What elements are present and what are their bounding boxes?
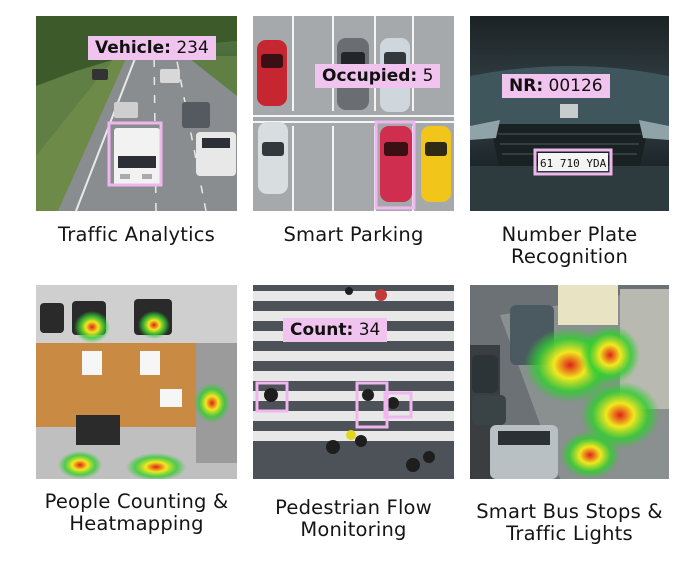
smart-bus-stops-caption: Smart Bus Stops & Traffic Lights [476, 500, 663, 545]
number-plate-image: 61 710 YDA [470, 16, 669, 211]
people-counting-caption: People Counting & Heatmapping [44, 490, 229, 535]
pedestrian-flow-caption: Pedestrian Flow Monitoring [275, 496, 432, 541]
smart-bus-stops-image [470, 285, 669, 479]
pedestrian-count-tag: Count: 34 [283, 318, 388, 342]
smart-parking-caption: Smart Parking [283, 223, 424, 246]
vehicle-count-tag: Vehicle: 234 [88, 36, 216, 60]
pedestrian-flow-image [253, 285, 454, 479]
occupied-count-tag: Occupied: 5 [315, 64, 441, 88]
plate-text: 61 710 YDA [540, 157, 607, 170]
people-counting-image [36, 285, 237, 479]
smart-parking-image [253, 16, 454, 211]
traffic-analytics-caption: Traffic Analytics [57, 223, 216, 246]
number-plate-caption: Number Plate Recognition [501, 223, 638, 268]
plate-count-tag: NR: 00126 [502, 74, 610, 98]
